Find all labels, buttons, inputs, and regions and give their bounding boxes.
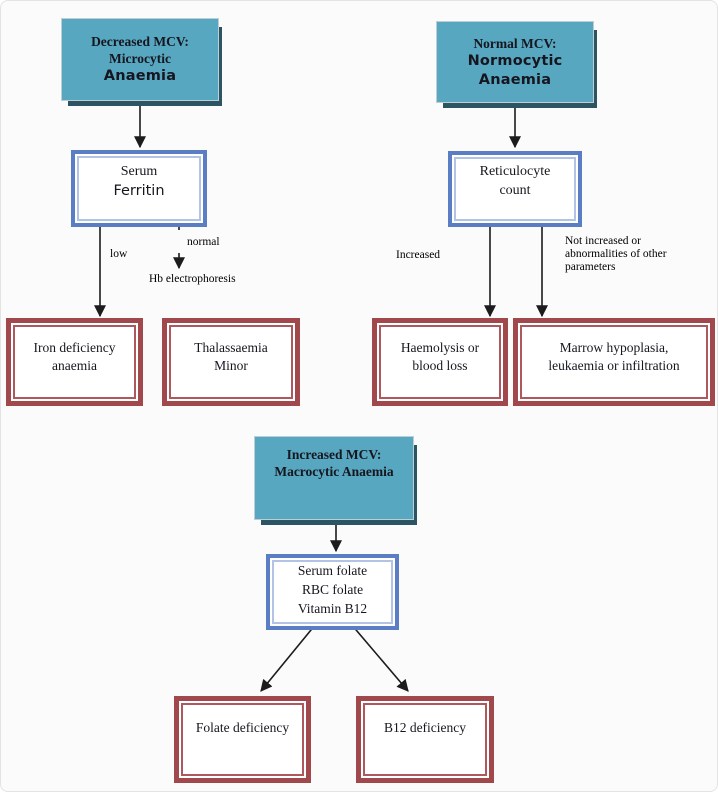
marrow-hypoplasia-line2: leukaemia or infiltration [548,358,680,373]
iron-deficiency-box-inner: Iron deficiency anaemia [13,325,136,399]
microcytic-header-line2: Microcytic [109,51,171,66]
haemolysis-line2: blood loss [412,358,468,373]
label-increased: Increased [396,249,441,261]
b12-deficiency-label: B12 deficiency [383,720,467,735]
haemolysis-line1: Haemolysis or [400,340,480,355]
label-not-increased-line1: Not increased or [565,235,641,247]
marrow-hypoplasia-box-inner: Marrow hypoplasia, leukaemia or infiltra… [520,325,708,399]
haemolysis-box: Haemolysis or blood loss [372,318,508,406]
thalassaemia-line1: Thalassaemia [194,340,268,355]
thalassaemia-line2: Minor [214,358,248,373]
normocytic-header-line2: Normocytic [467,52,563,69]
serum-ferritin-box-inner: Serum Ferritin [77,156,201,221]
marrow-hypoplasia-box: Marrow hypoplasia, leukaemia or infiltra… [513,318,715,406]
macrocytic-header-line2: Macrocytic Anaemia [274,464,394,479]
folate-deficiency-label: Folate deficiency [195,720,290,735]
serum-ferritin-line1: Serum [120,164,158,179]
normocytic-header-line1: Normal MCV: [473,35,557,51]
haemolysis-box-inner: Haemolysis or blood loss [379,325,501,399]
iron-deficiency-line2: anaemia [52,358,97,373]
reticulocyte-line1: Reticulocyte [479,164,551,179]
macrocytic-header-box: Increased MCV: Macrocytic Anaemia [254,436,414,520]
microcytic-header-line3: Anaemia [103,68,177,84]
thalassaemia-minor-box: Thalassaemia Minor [162,318,300,406]
folate-test-line3: Vitamin B12 [297,600,368,616]
folate-b12-test-box: Serum folate RBC folate Vitamin B12 [266,554,399,630]
folate-b12-test-box-inner: Serum folate RBC folate Vitamin B12 [272,560,393,624]
macrocytic-header-line1: Increased MCV: [286,447,382,462]
label-hb-electrophoresis: Hb electrophoresis [149,273,236,285]
b12-deficiency-box-inner: B12 deficiency [363,703,487,776]
b12-deficiency-box: B12 deficiency [356,696,494,783]
folate-test-line1: Serum folate [297,562,368,578]
microcytic-header-box: Decreased MCV: Microcytic Anaemia [61,18,219,101]
label-not-increased: Not increased or abnormalities of other … [565,235,695,274]
iron-deficiency-box: Iron deficiency anaemia [6,318,143,406]
reticulocyte-line2: count [499,183,531,198]
label-normal: normal [187,236,220,248]
label-not-increased-line2: abnormalities of other [565,248,667,260]
folate-test-line2: RBC folate [301,581,364,597]
microcytic-header-line1: Decreased MCV: [91,34,189,49]
thalassaemia-minor-box-inner: Thalassaemia Minor [169,325,293,399]
folate-deficiency-box-inner: Folate deficiency [181,703,304,776]
iron-deficiency-line1: Iron deficiency [33,340,116,355]
reticulocyte-count-box: Reticulocyte count [448,151,582,227]
label-not-increased-line3: parameters [565,261,616,273]
reticulocyte-count-box-inner: Reticulocyte count [454,157,576,221]
serum-ferritin-box: Serum Ferritin [71,150,207,227]
label-low: low [110,248,128,260]
normocytic-header-box: Normal MCV: Normocytic Anaemia [436,21,594,103]
arrow-branch-b12 [350,623,409,692]
serum-ferritin-line2: Ferritin [113,183,165,199]
marrow-hypoplasia-line1: Marrow hypoplasia, [559,340,669,355]
folate-deficiency-box: Folate deficiency [174,696,311,783]
normocytic-header-line3: Anaemia [478,71,552,88]
